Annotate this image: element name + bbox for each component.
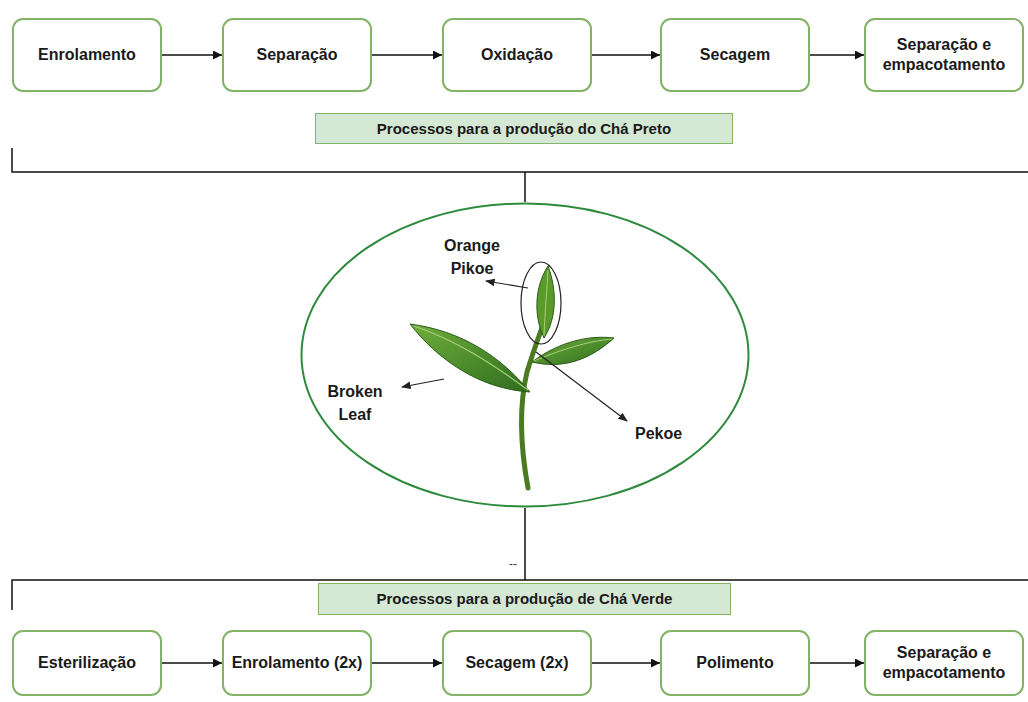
- process-box: Oxidação: [442, 18, 592, 92]
- flow-arrow: [810, 54, 864, 55]
- bracket-line: [12, 148, 1028, 172]
- flow-arrow: [592, 662, 660, 663]
- process-box: Secagem (2x): [442, 630, 592, 696]
- process-label: Secagem (2x): [465, 653, 568, 673]
- process-box: Separação: [222, 18, 372, 92]
- process-label: Separação: [257, 45, 338, 65]
- flow-arrow: [372, 662, 442, 663]
- leader-arrow: [486, 281, 528, 288]
- part-label: Broken Leaf: [320, 380, 390, 426]
- process-box: Separação e empacotamento: [864, 630, 1024, 696]
- process-label: Secagem: [700, 45, 770, 65]
- bracket-line: [524, 172, 526, 202]
- process-box: Enrolamento: [12, 18, 162, 92]
- flow-arrow: [162, 54, 222, 55]
- process-box: Secagem: [660, 18, 810, 92]
- leader-arrow: [536, 352, 627, 421]
- section-heading: Processos para a produção de Chá Verde: [377, 590, 673, 608]
- note-mark: --: [509, 557, 517, 571]
- process-label: Enrolamento: [38, 45, 136, 65]
- tea-leaf-illustration: [410, 266, 614, 488]
- section-heading-band: Processos para a produção de Chá Verde: [318, 583, 731, 615]
- flow-arrow: [810, 662, 864, 663]
- bud-highlight: [521, 262, 561, 344]
- illustration-oval: Orange PikoeBroken LeafPekoe: [300, 202, 750, 508]
- oval-outline: [300, 202, 750, 508]
- process-label: Enrolamento (2x): [232, 653, 363, 673]
- process-box: Esterilização: [12, 630, 162, 696]
- bracket-line: [524, 508, 526, 580]
- section-heading-band: Processos para a produção do Chá Preto: [315, 113, 733, 144]
- process-label: Esterilização: [38, 653, 136, 673]
- flow-arrow: [372, 54, 442, 55]
- process-box: Enrolamento (2x): [222, 630, 372, 696]
- process-box: Separação e empacotamento: [864, 18, 1024, 92]
- process-label: Separação e empacotamento: [866, 35, 1022, 75]
- section-heading: Processos para a produção do Chá Preto: [377, 120, 671, 138]
- process-label: Separação e empacotamento: [866, 643, 1022, 683]
- process-label: Polimento: [696, 653, 773, 673]
- leader-arrow: [402, 379, 444, 387]
- process-label: Oxidação: [481, 45, 553, 65]
- process-box: Polimento: [660, 630, 810, 696]
- part-label: Orange Pikoe: [437, 234, 507, 280]
- flow-arrow: [592, 54, 660, 55]
- part-label: Pekoe: [635, 422, 682, 445]
- flow-arrow: [162, 662, 222, 663]
